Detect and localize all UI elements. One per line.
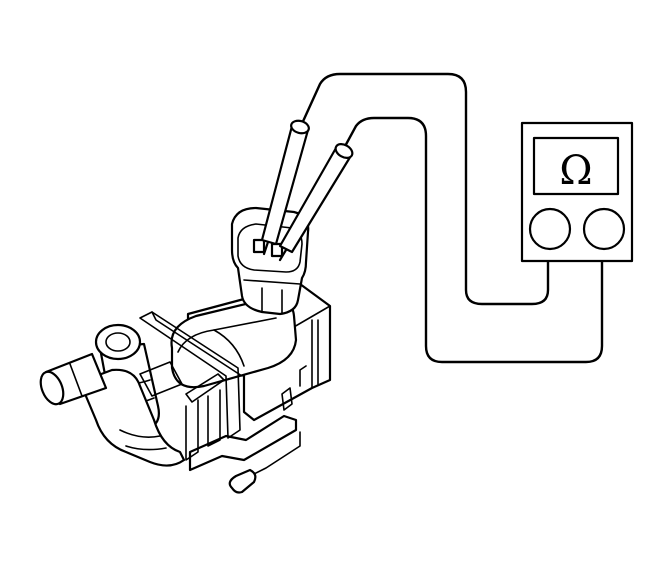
multimeter-display [532,136,620,196]
test-probe-icon [260,119,310,256]
multimeter: Ω [520,121,634,263]
ohm-symbol-icon: Ω [559,148,592,194]
meter-jack-right [582,207,626,251]
test-probes [260,119,354,262]
vacuum-port-side [39,352,108,406]
connector-terminal-left [252,238,266,254]
meter-jack-left [528,207,572,251]
lead-wire-1 [298,72,550,306]
retaining-clip [139,361,183,397]
mounting-bracket [188,414,298,472]
test-lead-wires [298,72,604,364]
lead-wire-2 [341,116,604,364]
bracket-tab [228,468,257,494]
test-probe-2 [278,143,354,262]
side-port-mouth [39,370,65,406]
valve-lower-body [78,368,186,467]
upper-port-mouth [94,323,142,361]
